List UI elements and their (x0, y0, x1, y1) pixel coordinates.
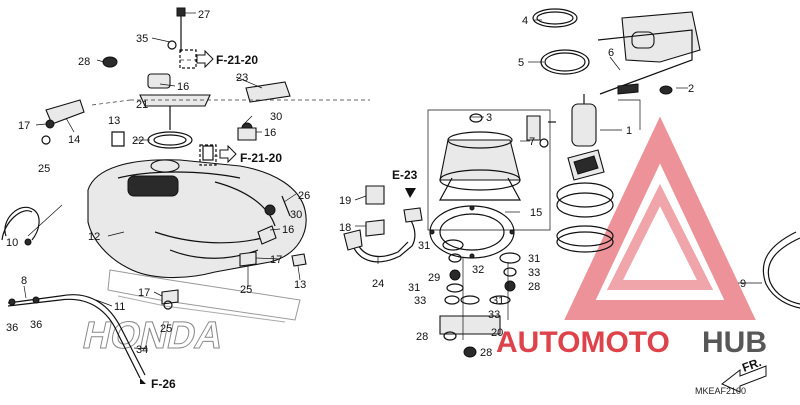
callout: 4 (522, 15, 528, 27)
callout: 34 (136, 344, 148, 356)
ref-label: E-23 (392, 168, 418, 182)
callout: 21 (136, 99, 148, 111)
callout: 31 (528, 253, 540, 265)
callout: 28 (480, 347, 492, 359)
callout: 13 (294, 279, 306, 291)
callout: 16 (282, 224, 294, 236)
callout: 17 (138, 287, 150, 299)
callout: 36 (30, 319, 42, 331)
callout-numbers: 1 2 3 4 5 6 7 8 9 10 11 12 13 13 14 15 1… (6, 9, 746, 359)
callout: 15 (530, 207, 542, 219)
callout: 20 (491, 327, 503, 339)
callout: 6 (608, 47, 614, 59)
callout: 11 (114, 301, 125, 313)
callout: 31 (418, 240, 430, 252)
callout: 28 (528, 281, 540, 293)
callout: 9 (740, 278, 746, 290)
callout: 25 (160, 323, 172, 335)
callout: 1 (626, 125, 632, 137)
watermark-text: AUTOMOTO HUB (496, 326, 767, 359)
callout: 17 (270, 254, 282, 266)
callout: 25 (240, 284, 252, 296)
callout: 27 (198, 9, 210, 21)
callout: 16 (177, 81, 189, 93)
front-arrow-icon (721, 365, 767, 393)
callout: 36 (6, 322, 18, 334)
ref-label: F-26 (151, 377, 176, 391)
callout: 30 (290, 209, 302, 221)
filler-cap-parts (41, 7, 291, 161)
callout: 33 (528, 267, 540, 279)
fuel-sender-unit (532, 8, 701, 130)
fuel-hose (343, 185, 423, 263)
ref-label: F-21-20 (240, 151, 282, 165)
callout: 28 (416, 331, 428, 343)
callout: 22 (132, 135, 144, 147)
callout: 33 (414, 295, 426, 307)
pump-gasket (429, 205, 515, 259)
callout: 14 (68, 134, 80, 146)
ref-arrow-3 (405, 188, 416, 198)
leader-lines (23, 12, 762, 350)
callout: 23 (236, 72, 248, 84)
fuel-tank (87, 159, 307, 279)
callout: 30 (270, 111, 282, 123)
watermark-brand-suffix: HUB (702, 326, 767, 359)
callout: 26 (298, 190, 310, 202)
ref-arrow-2 (199, 144, 237, 166)
watermark-logo (564, 116, 756, 320)
callout: 32 (472, 264, 484, 276)
callout: 16 (264, 127, 276, 139)
watermark-brand: AUTOMOTO (496, 326, 670, 359)
callout: 3 (486, 112, 492, 124)
callout: 13 (108, 115, 120, 127)
callout: 18 (339, 222, 351, 234)
hoses-left (1, 204, 146, 379)
callout: 8 (21, 275, 27, 287)
wing-emblem (107, 269, 301, 321)
callout: 17 (18, 120, 30, 132)
callout: 19 (339, 195, 351, 207)
callout: 5 (518, 57, 524, 69)
callout: 35 (136, 33, 148, 45)
tank-ribbing (127, 175, 179, 197)
callout: 29 (428, 272, 440, 284)
callout: 28 (78, 56, 90, 68)
callout: 25 (38, 163, 50, 175)
callout: 33 (488, 309, 500, 321)
callout: 24 (372, 278, 384, 290)
ref-label: F-21-20 (216, 53, 258, 67)
tank-emblem: HONDA (79, 314, 227, 357)
callout: 10 (6, 237, 18, 249)
callout: 31 (492, 295, 504, 307)
hose-right (762, 231, 800, 309)
ref-arrow-1 (179, 49, 214, 69)
callout: 12 (88, 231, 100, 243)
fuel-pump-assembly (427, 94, 614, 253)
ref-arrow-4 (140, 378, 146, 384)
callout: 31 (408, 282, 420, 294)
callout: 2 (688, 83, 694, 95)
tank-mounts (161, 195, 307, 310)
front-label: FR. (740, 355, 763, 375)
part-code: MKEAF2100 (695, 386, 746, 396)
washers-nuts (439, 239, 521, 358)
callout: 7 (529, 136, 535, 148)
